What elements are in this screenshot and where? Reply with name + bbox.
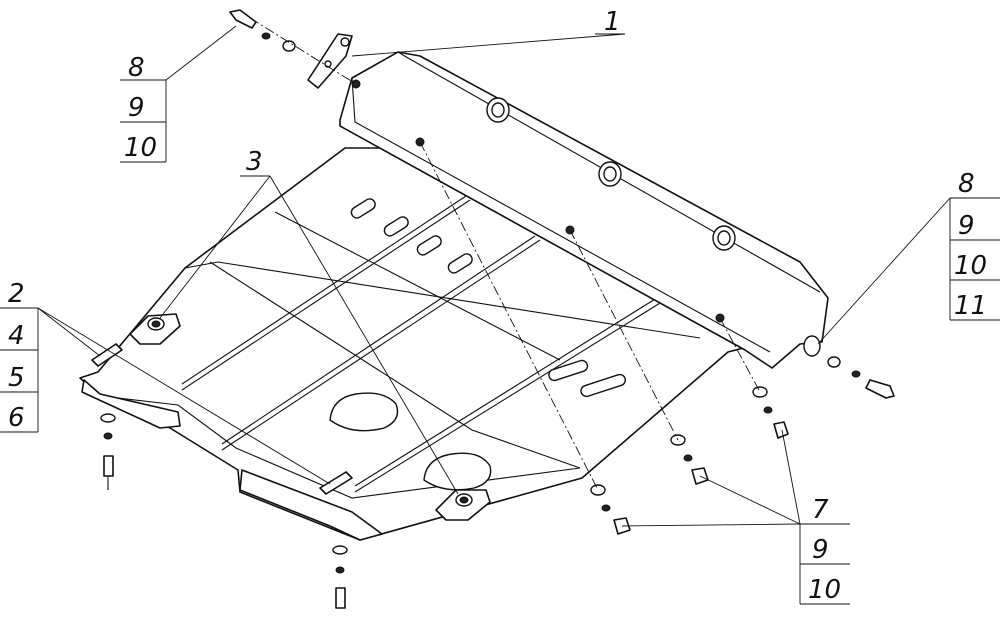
callout-7: 7 [812,495,829,525]
callout-10: 10 [954,251,987,281]
callout-11: 11 [954,291,987,321]
callout-10: 10 [808,575,841,605]
fastener-stack-a [752,386,789,439]
callout-group-right-bottom: 7 9 10 [808,495,841,605]
callout-8: 8 [128,53,145,83]
fastener-top-left [229,9,296,52]
fastener-bottom-left [100,413,116,490]
fastener-stack-c [590,484,631,535]
clips [91,343,353,495]
callout-6: 6 [8,403,25,433]
plate-slots [329,198,626,491]
fastener-bottom-center [332,545,348,609]
rubber-mounts [129,313,491,521]
callout-part-3: 3 [246,147,263,177]
callout-5: 5 [8,363,25,393]
callout-9: 9 [958,211,975,241]
callout-4: 4 [8,321,25,351]
skid-plate [79,147,821,541]
callout-8: 8 [958,169,975,199]
callout-9: 9 [128,93,145,123]
callout-9: 9 [812,535,829,565]
callout-part-1: 1 [604,7,621,37]
callout-group-left-side: 2 4 5 6 [8,279,25,433]
fastener-stack-b [670,434,709,485]
mounting-bracket [307,33,353,89]
fastener-right [803,335,895,399]
callout-2: 2 [8,279,25,309]
leader-lines [0,17,1000,605]
callout-10: 10 [124,133,157,163]
callout-group-left-top: 8 9 10 [124,53,157,163]
callout-group-right-top: 8 9 10 11 [954,169,987,321]
